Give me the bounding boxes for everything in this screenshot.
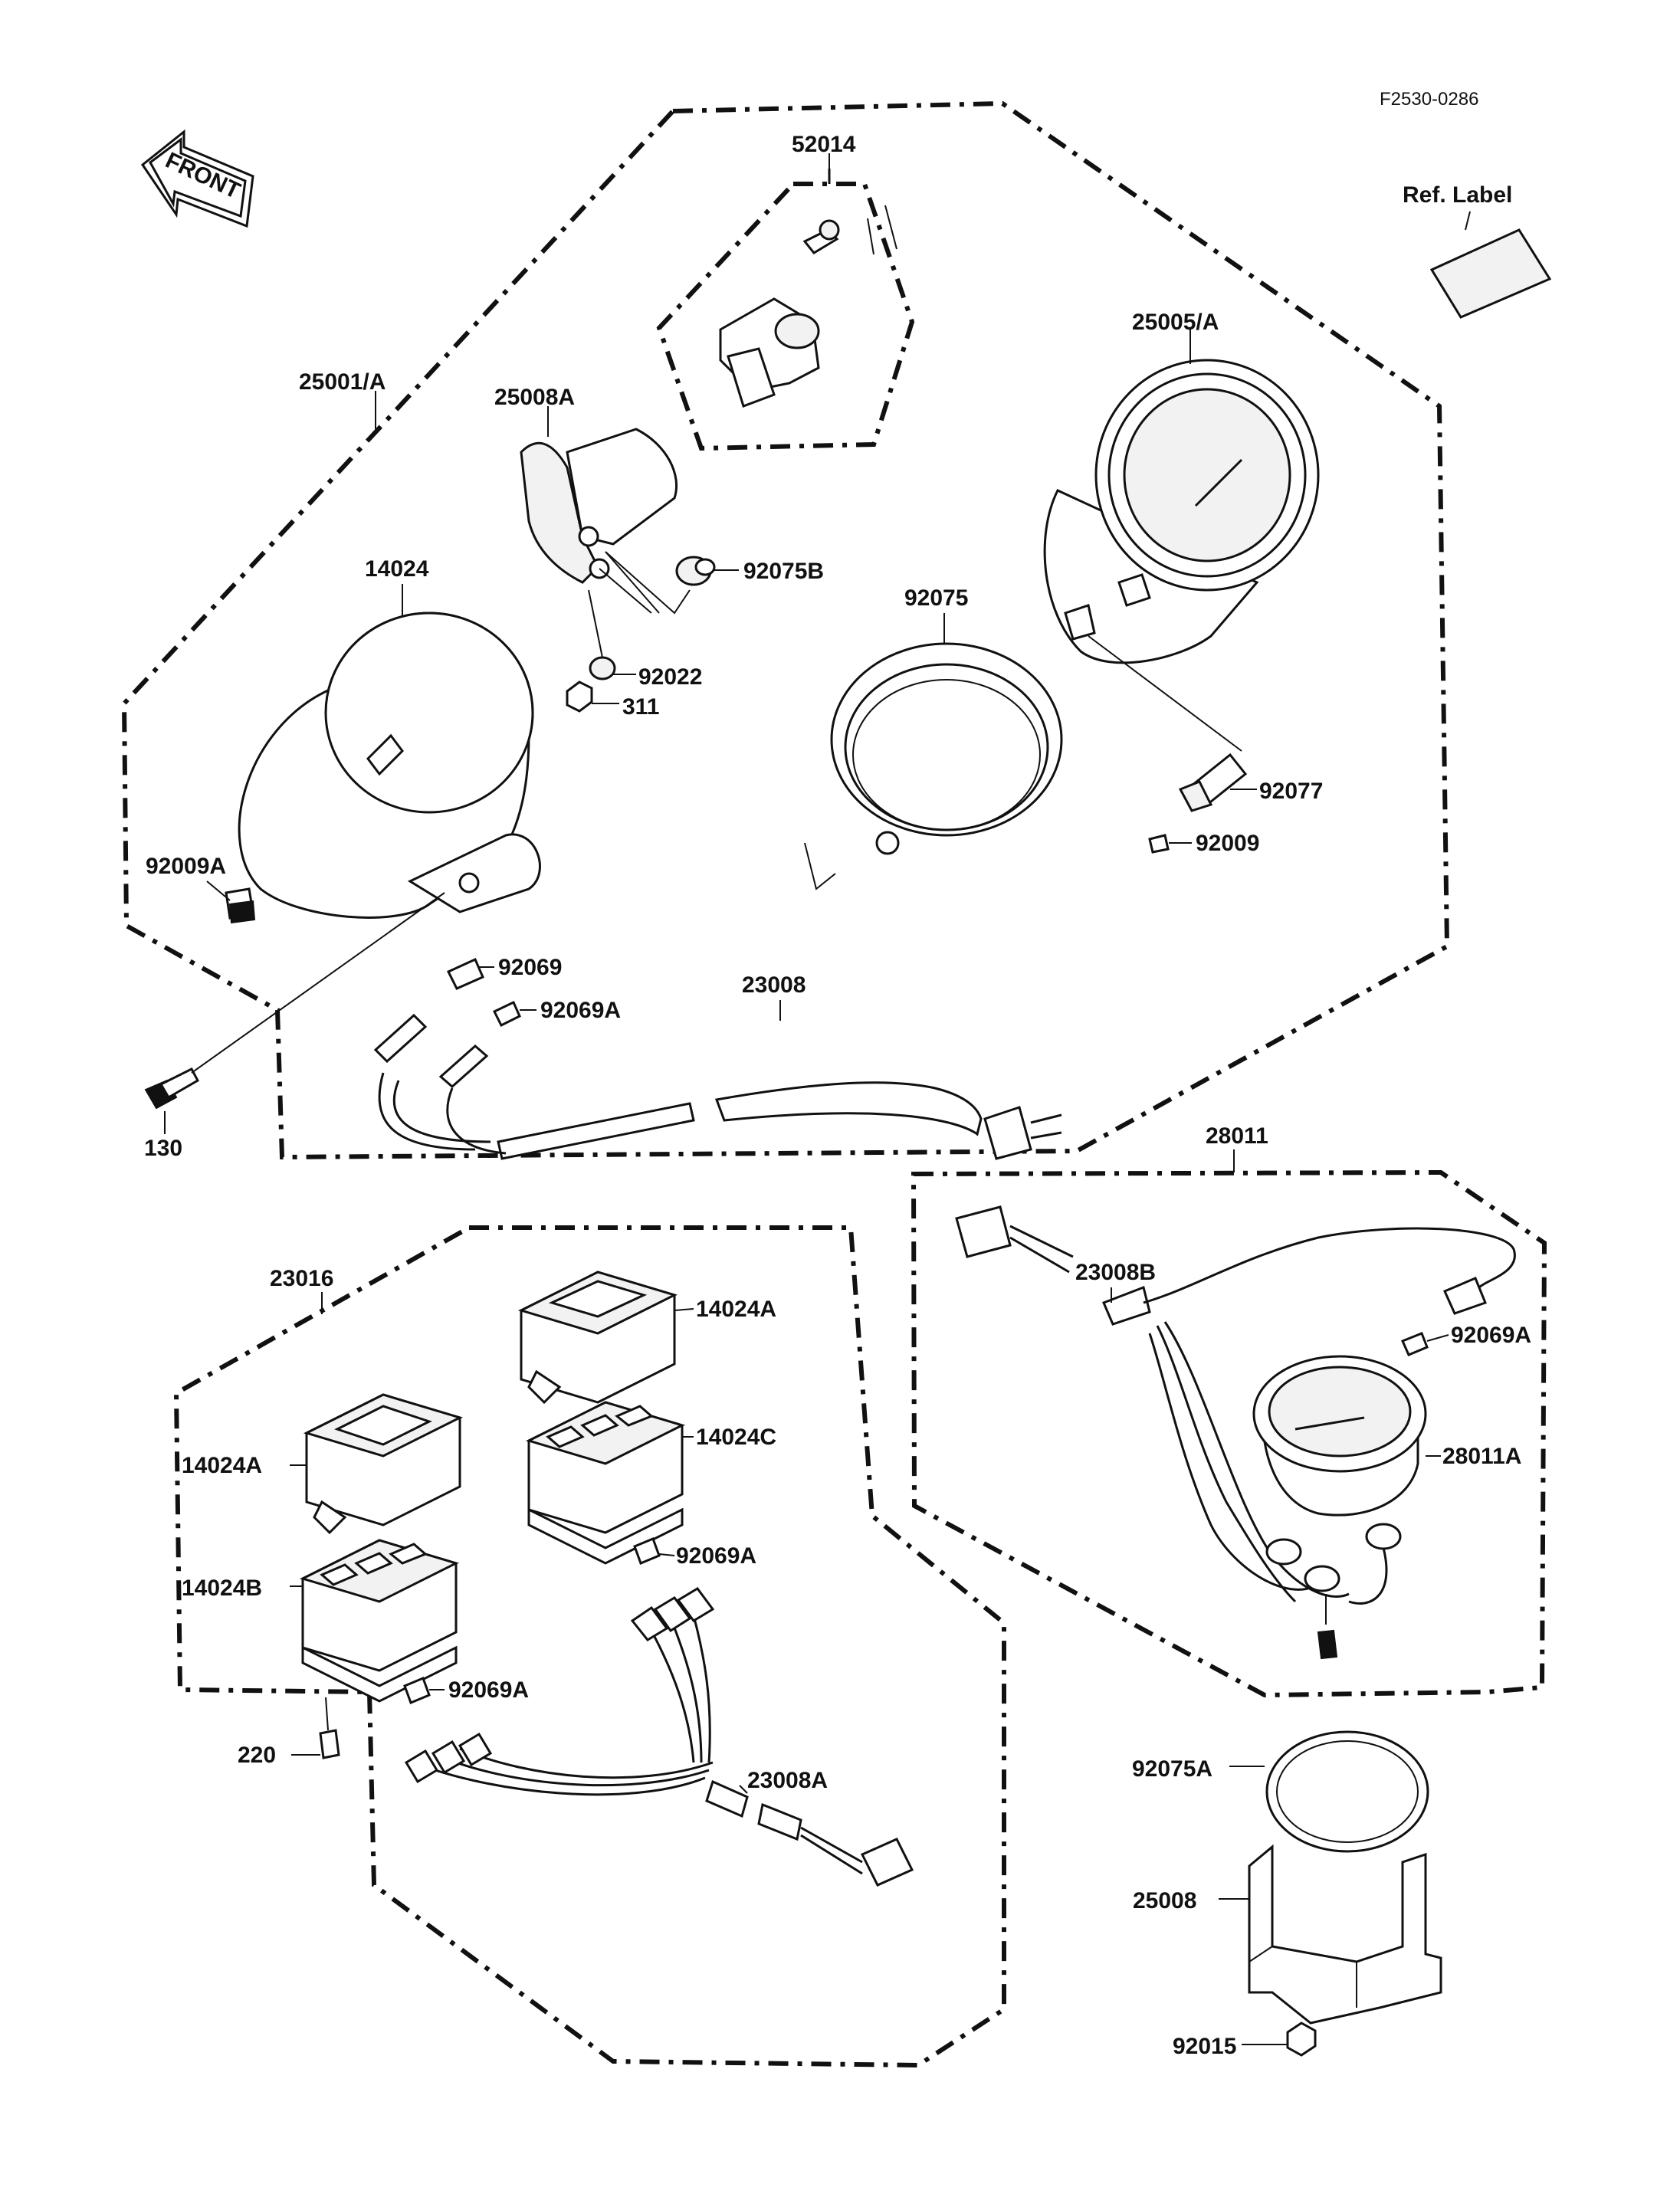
label-14024B: 14024B [182,1576,262,1601]
label-23008A: 23008A [747,1768,828,1793]
label-25005A: 25005/A [1132,310,1219,335]
label-52014: 52014 [792,132,856,157]
part-92069-bulb-icon [446,958,484,990]
front-arrow-icon: FRONT [140,129,254,228]
label-92015: 92015 [1173,2034,1236,2059]
label-92069: 92069 [498,955,562,980]
part-23008-harness [373,1013,1062,1160]
part-92022-washer [589,656,616,680]
part-23008A-harness [404,1587,914,1887]
label-25008A: 25008A [494,385,575,410]
label-92075A: 92075A [1132,1756,1212,1782]
ref-label-group: Ref. Label [1403,182,1552,319]
label-92009A: 92009A [146,854,226,879]
part-25005A-meter [1043,359,1320,664]
label-92077: 92077 [1259,779,1323,804]
part-130-bolt [144,892,445,1110]
label-14024A-left: 14024A [182,1453,262,1478]
part-311-nut [566,680,593,713]
label-92009: 92009 [1196,831,1259,856]
label-25008: 25008 [1133,1888,1196,1913]
part-92075-ring [804,642,1063,890]
part-92069A-bulb-icon-low [403,1677,431,1704]
part-220-screw [319,1729,340,1759]
part-14024B-relay [299,1539,460,1703]
label-14024: 14024 [365,556,429,582]
ref-label-sticker-icon [1429,228,1552,319]
callout-labels: 52014 25001/A 25008A 25005/A 14024 92075… [144,132,1531,2059]
label-92069A-right: 92069A [1451,1323,1531,1348]
part-92077-gear [1088,635,1248,812]
label-92022: 92022 [638,664,702,690]
label-25001A: 25001/A [299,369,386,395]
part-28011-tachometer [955,1205,1516,1660]
figure-code: F2530-0286 [1380,89,1478,110]
label-92075: 92075 [904,585,968,611]
part-14024C-relay [525,1401,686,1565]
part-14024A-box-top [517,1271,678,1405]
assembly-outline-25001 [121,100,1450,1160]
label-28011A: 28011A [1442,1444,1521,1469]
part-92009-screw [1148,834,1170,854]
part-25008A-bracket [520,428,678,614]
part-14024A-box-left [303,1393,464,1535]
label-92069A-top: 92069A [540,998,621,1023]
label-23008: 23008 [742,972,806,998]
label-23008B: 23008B [1075,1260,1156,1285]
label-14024C: 14024C [696,1425,776,1450]
part-92069A-bulb-icon-mid [633,1537,661,1565]
part-92009A-screw [225,887,256,924]
label-23016: 23016 [270,1266,333,1291]
label-220: 220 [238,1743,276,1768]
label-92075B: 92075B [743,559,824,584]
label-92069A-low: 92069A [448,1677,529,1703]
part-92075B-grommet [605,551,716,615]
part-92075A-gasket [1265,1730,1429,1853]
part-92015-nut [1286,2022,1317,2057]
label-130: 130 [144,1136,182,1161]
part-14024-meter-cup [238,612,541,919]
part-25008-bracket [1248,1844,1442,2025]
leader-lines [164,153,1449,2045]
label-28011: 28011 [1206,1123,1268,1149]
label-311: 311 [622,694,659,720]
label-14024A-top: 14024A [696,1297,776,1322]
label-92069A-mid: 92069A [676,1543,756,1569]
assembly-outline-23016 [173,1225,1006,2068]
part-92069A-bulb-icon-top [492,1000,521,1028]
ref-label-text: Ref. Label [1403,182,1512,208]
part-52014-sensor [656,169,915,451]
assembly-outline-28011 [911,1169,1547,1698]
